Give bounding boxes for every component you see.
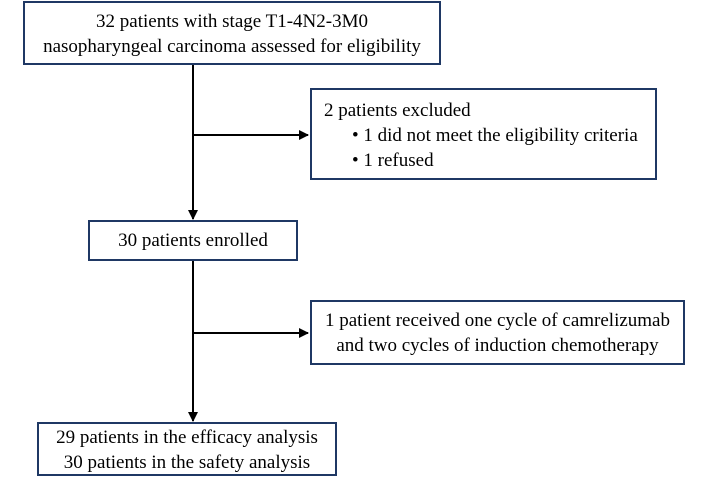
- excluded-reason-2: • 1 refused: [352, 150, 434, 171]
- assessed-box: 32 patients with stage T1-4N2-3M0 nasoph…: [23, 1, 441, 65]
- assessed-line-1: 32 patients with stage T1-4N2-3M0: [96, 11, 368, 32]
- enrolled-box: 30 patients enrolled: [88, 220, 298, 261]
- partial-treatment-line-2: and two cycles of induction chemotherapy: [336, 335, 659, 356]
- enrolled-text: 30 patients enrolled: [118, 230, 268, 251]
- partial-treatment-box: 1 patient received one cycle of camreliz…: [310, 300, 685, 365]
- excluded-box: 2 patients excluded • 1 did not meet the…: [310, 88, 657, 180]
- excluded-reason-1: • 1 did not meet the eligibility criteri…: [352, 125, 638, 146]
- partial-treatment-line-1: 1 patient received one cycle of camreliz…: [325, 310, 670, 331]
- analysis-line-1: 29 patients in the efficacy analysis: [56, 427, 318, 448]
- excluded-title: 2 patients excluded: [324, 100, 471, 121]
- assessed-line-2: nasopharyngeal carcinoma assessed for el…: [43, 36, 421, 57]
- analysis-line-2: 30 patients in the safety analysis: [63, 452, 311, 473]
- analysis-box: 29 patients in the efficacy analysis 30 …: [37, 422, 337, 476]
